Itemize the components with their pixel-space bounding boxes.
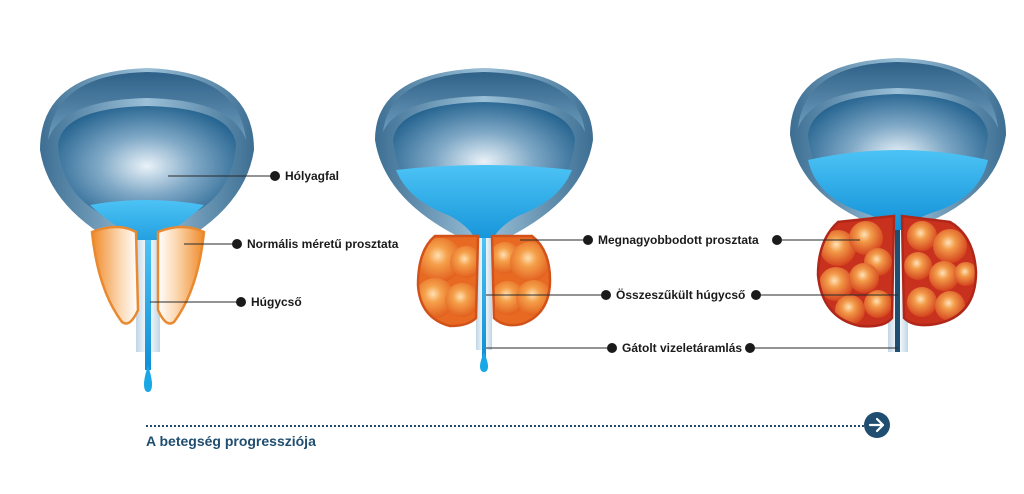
label-normal-prostate: Normális méretű prosztata: [232, 237, 399, 251]
label-text: Húgycső: [251, 295, 302, 309]
progression-arrow: [146, 412, 890, 438]
enlarged-prostate-right: [490, 234, 552, 327]
label-bladder-wall: Hólyagfal: [270, 169, 339, 183]
progression-caption: A betegség progressziója: [146, 433, 316, 449]
blocked-prostate-right: [900, 214, 978, 327]
label-narrowed-urethra: Összeszűkült húgycső: [601, 287, 761, 302]
label-text: Összeszűkült húgycső: [616, 287, 745, 302]
urine-level: [90, 200, 204, 260]
label-text: Normális méretű prosztata: [247, 237, 399, 251]
label-blocked-flow: Gátolt vizeletáramlás: [607, 341, 755, 355]
label-text: Gátolt vizeletáramlás: [622, 341, 742, 355]
label-text: Megnagyobbodott prosztata: [598, 233, 759, 247]
stage-blocked: [790, 58, 1006, 352]
stage-enlarged: [375, 68, 593, 372]
normal-prostate-left: [90, 225, 140, 325]
normal-prostate-right: [156, 225, 206, 325]
stage-normal: [40, 68, 254, 392]
bladder-rim: [48, 72, 246, 140]
label-enlarged-prostate: Megnagyobbodott prosztata: [583, 233, 782, 247]
enlarged-prostate-left: [416, 234, 480, 328]
bladder-cavity: [58, 106, 236, 215]
callout-lines: [150, 175, 898, 349]
label-urethra: Húgycső: [236, 295, 302, 309]
blocked-prostate-left: [816, 214, 896, 328]
urine-drop: [144, 365, 152, 392]
label-text: Hólyagfal: [285, 169, 339, 183]
